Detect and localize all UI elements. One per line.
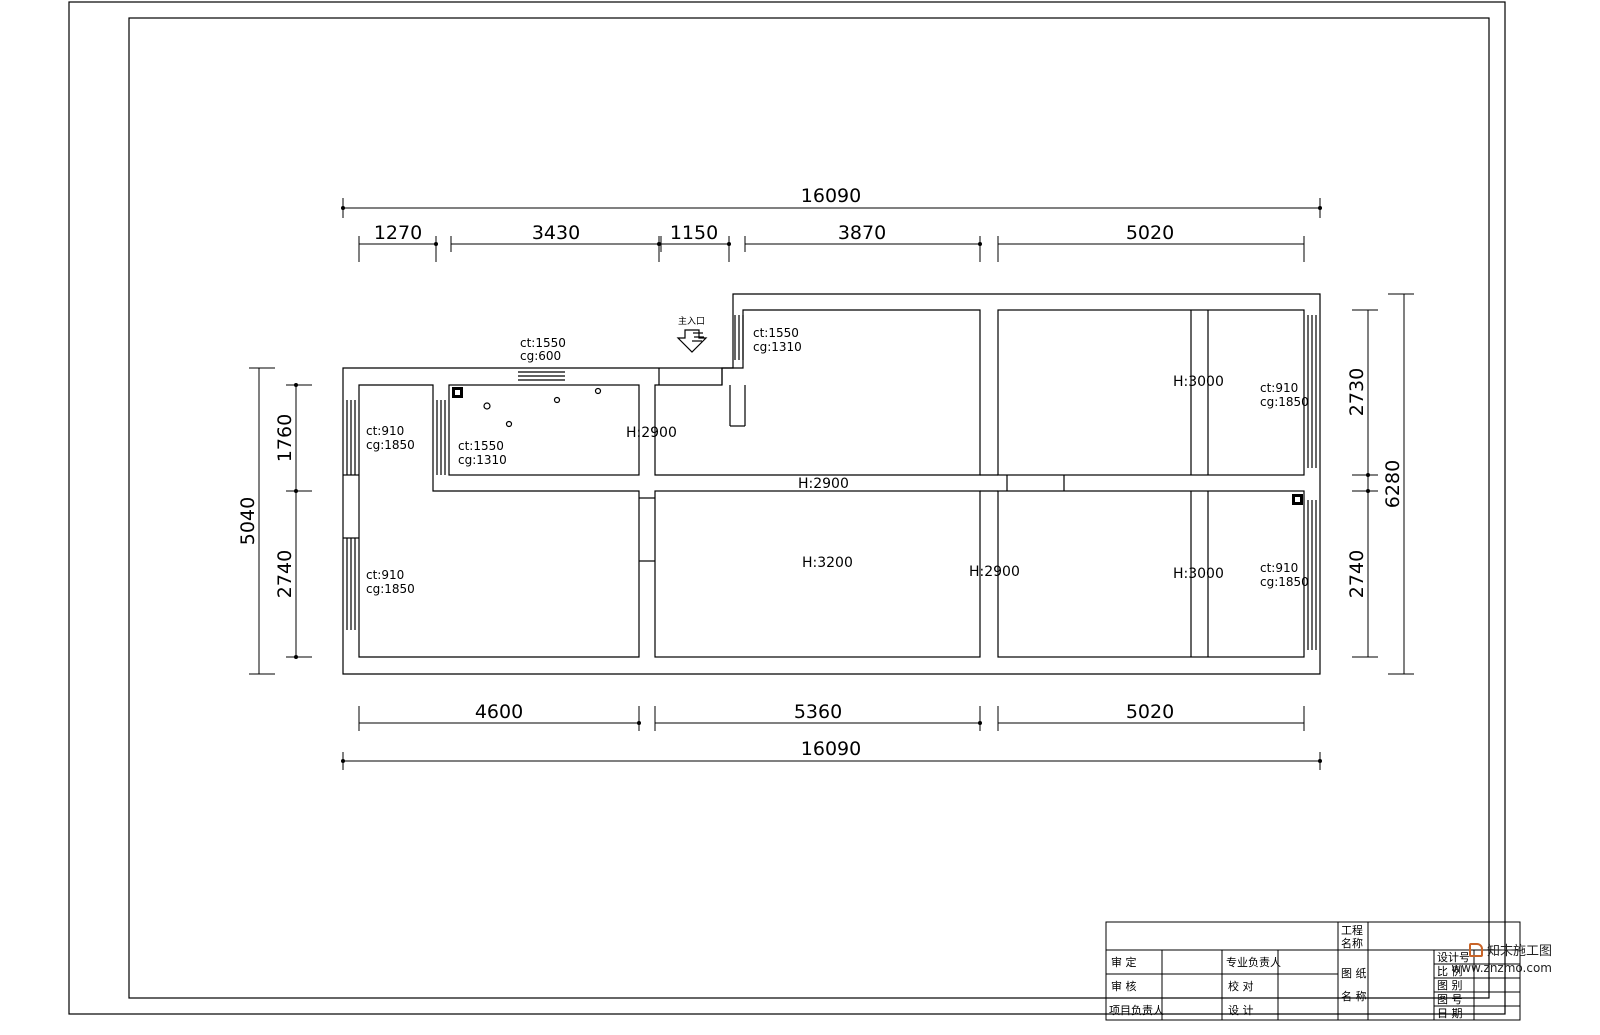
dim-top-total: 16090 (801, 185, 861, 207)
height-corridor: H:2900 (798, 476, 849, 492)
watermark-url: www.znzmo.com (1451, 961, 1552, 975)
window-right-lower (1307, 500, 1317, 650)
note-right-upper-cg: cg:1850 (1260, 395, 1309, 409)
watermark-brand: 知末施工图 (1451, 940, 1552, 959)
watermark-brand-text: 知末施工图 (1486, 944, 1552, 959)
window-entry (734, 315, 744, 360)
dim-top-seg-3: 1150 (670, 222, 718, 244)
note-kitchen-left-cg: cg:1310 (458, 453, 507, 467)
note-left-upper-cg: cg:1850 (366, 438, 415, 452)
note-right-lower-cg: cg:1850 (1260, 575, 1309, 589)
window-right-upper (1307, 315, 1317, 468)
tb-shenhe: 审 核 (1111, 979, 1137, 993)
note-kitchen-top-ct: ct:1550 (520, 336, 566, 350)
height-right-upper: H:3000 (1173, 374, 1224, 390)
dim-left-seg-1: 1760 (274, 414, 296, 462)
dim-bottom-seg-3: 5020 (1126, 701, 1174, 723)
height-living: H:3200 (802, 555, 853, 571)
note-left-lower-cg: cg:1850 (366, 582, 415, 596)
tb-row-1: 设计号 (1437, 951, 1470, 964)
dim-top-seg-5: 5020 (1126, 222, 1174, 244)
entrance-arrow-icon (676, 329, 708, 353)
tb-tuzhi-2: 名 称 (1341, 989, 1367, 1003)
dim-top-seg-4: 3870 (838, 222, 886, 244)
dim-top-seg-2: 3430 (532, 222, 580, 244)
room-kitchen (448, 384, 640, 476)
height-kitchen: H:2900 (626, 425, 677, 441)
tb-row-5: 日 期 (1437, 1007, 1463, 1020)
room-entry (654, 309, 981, 476)
tb-row-4: 图 号 (1437, 993, 1463, 1006)
brand-logo-icon (1468, 942, 1483, 957)
title-block (1105, 921, 1521, 1021)
sheet-outer-border (68, 1, 1506, 1015)
room-living (654, 490, 981, 658)
room-left (358, 384, 640, 658)
dim-right-seg-2: 2740 (1346, 550, 1368, 598)
note-entry-cg: cg:1310 (753, 340, 802, 354)
window-left-upper (346, 400, 356, 475)
pipe-marker-kitchen (452, 387, 463, 398)
window-kitchen-left (436, 400, 446, 475)
tb-tuzhi-1: 图 纸 (1341, 967, 1367, 980)
note-left-upper-ct: ct:910 (366, 424, 404, 438)
watermark: 知末施工图 www.znzmo.com (1451, 940, 1552, 975)
note-right-upper-ct: ct:910 (1260, 381, 1298, 395)
note-left-lower-ct: ct:910 (366, 568, 404, 582)
tb-shending: 审 定 (1111, 955, 1137, 969)
tb-gongcheng-1: 工程 (1341, 924, 1363, 937)
tb-row-3: 图 别 (1437, 979, 1463, 992)
height-right-lower: H:3000 (1173, 566, 1224, 582)
dim-right-total: 6280 (1382, 460, 1404, 508)
dim-bottom-seg-2: 5360 (794, 701, 842, 723)
note-kitchen-top-cg: cg:600 (520, 349, 561, 363)
room-right-lower (997, 490, 1305, 658)
pipe-marker-right (1292, 494, 1303, 505)
note-entry-ct: ct:1550 (753, 326, 799, 340)
tb-gongcheng-2: 名称 (1341, 936, 1363, 950)
window-left-lower (346, 538, 356, 630)
tb-xiangmu: 项目负责人 (1109, 1003, 1164, 1017)
dim-bottom-seg-1: 4600 (475, 701, 523, 723)
entrance-label: 主入口 (678, 315, 705, 327)
tb-sheji: 设 计 (1228, 1004, 1254, 1017)
tb-row-2: 比 例 (1437, 964, 1463, 978)
note-kitchen-left-ct: ct:1550 (458, 439, 504, 453)
note-right-lower-ct: ct:910 (1260, 561, 1298, 575)
dim-right-seg-1: 2730 (1346, 368, 1368, 416)
room-right-upper (997, 309, 1305, 476)
dim-left-seg-2: 2740 (274, 550, 296, 598)
tb-jiaodui: 校 对 (1228, 979, 1254, 993)
dim-top-seg-1: 1270 (374, 222, 422, 244)
tb-zhuanye: 专业负责人 (1226, 955, 1281, 969)
window-kitchen-top (518, 371, 565, 381)
height-middle-right: H:2900 (969, 564, 1020, 580)
sheet-inner-border (128, 17, 1490, 999)
dim-left-total: 5040 (237, 497, 259, 545)
dim-bottom-total: 16090 (801, 738, 861, 760)
